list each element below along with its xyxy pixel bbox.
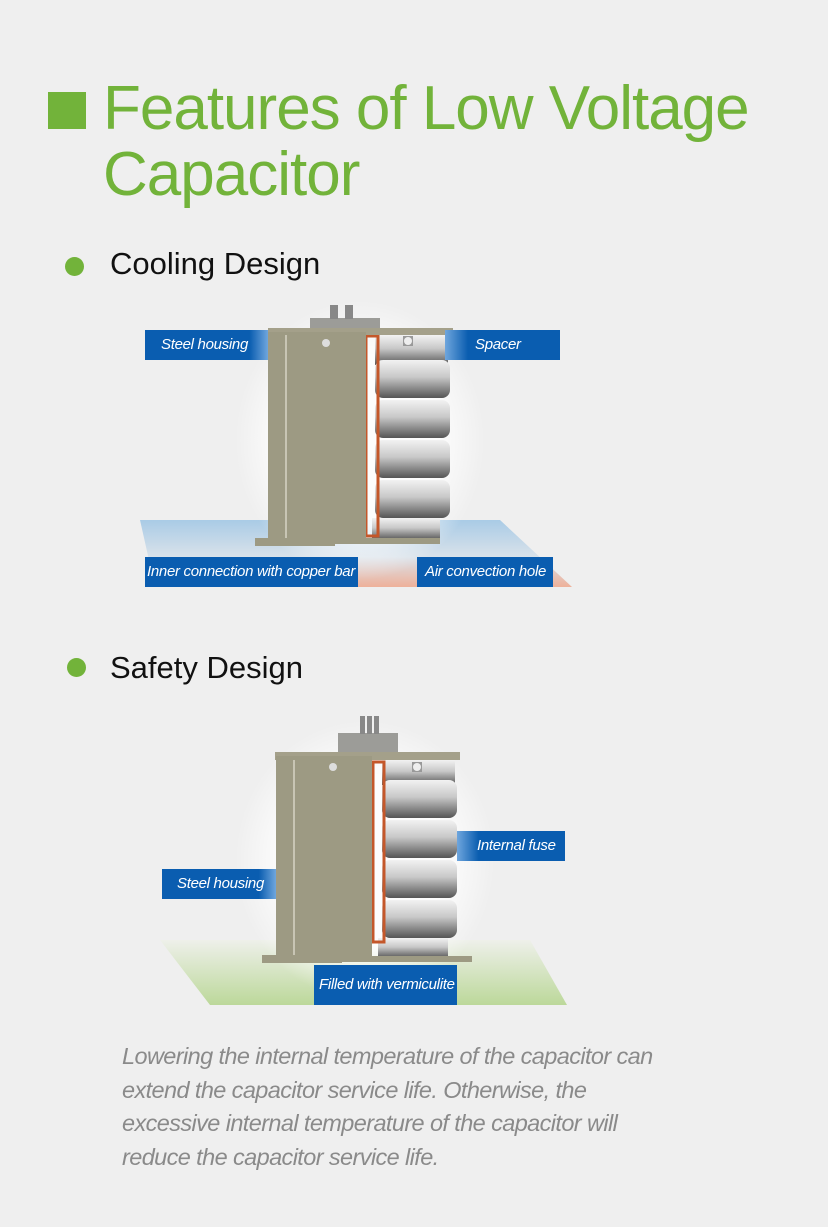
label-steel-housing: Steel housing: [145, 330, 268, 360]
label-internal-fuse: Internal fuse: [457, 831, 565, 861]
page-title: Features of Low Voltage Capacitor: [103, 74, 750, 209]
bullet-icon: [67, 658, 86, 677]
label-steel-housing: Steel housing: [162, 869, 276, 899]
section-heading-safety: Safety Design: [110, 650, 303, 685]
label-spacer: Spacer: [445, 330, 560, 360]
label-air-convection-hole: Air convection hole: [417, 557, 553, 587]
description-text: Lowering the internal temperature of the…: [122, 1043, 653, 1170]
label-copper-bar: Inner connection with copper bar: [145, 557, 358, 587]
label-vermiculite: Filled with vermiculite: [314, 965, 457, 1005]
bullet-icon: [65, 257, 84, 276]
title-square-icon: [48, 92, 86, 129]
section-heading-cooling: Cooling Design: [110, 246, 321, 281]
